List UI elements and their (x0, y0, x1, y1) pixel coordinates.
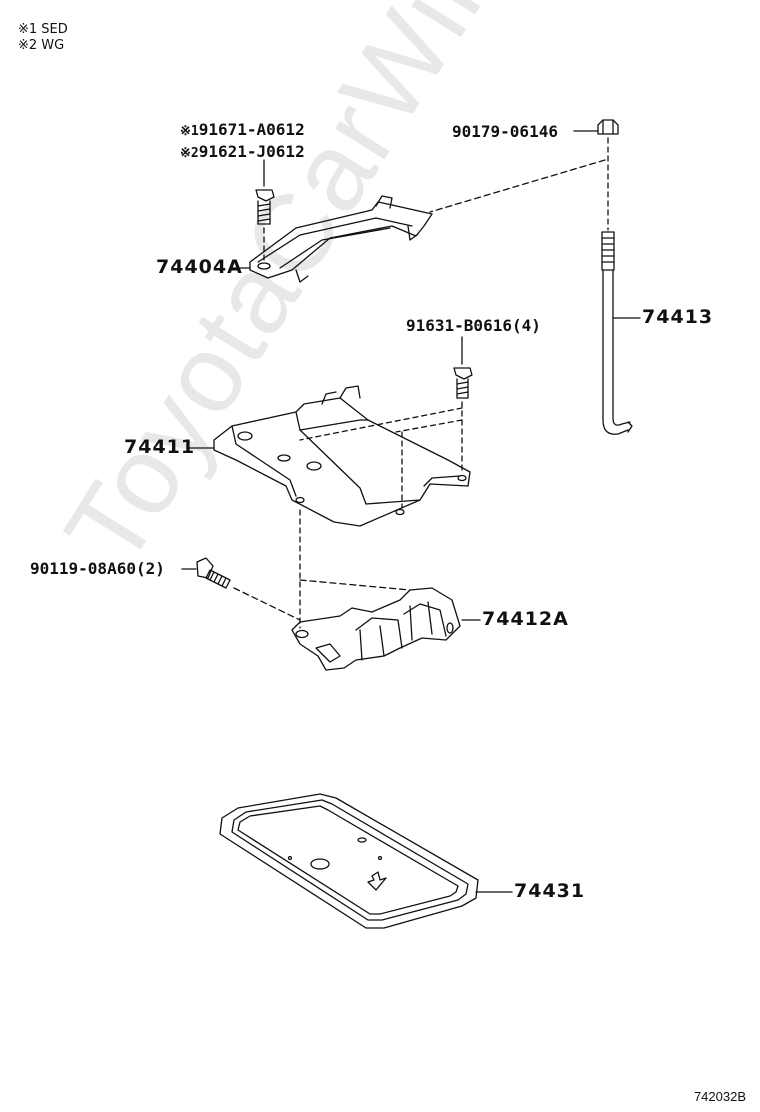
tray-part (213, 385, 471, 527)
part-number-bracket: 74412A (482, 608, 569, 630)
dash-nut-clamp (429, 159, 606, 213)
part-number-bracket-bolt: 90119-08A60(2) (30, 559, 165, 578)
mat-part (219, 793, 479, 929)
clamp-bolt-icon (255, 189, 275, 225)
dash-tray-bolt-holes (299, 407, 463, 509)
arrow-icon (367, 871, 387, 891)
label-bolt-sed: ※191671-A0612 (180, 120, 305, 139)
part-number-nut: 90179-06146 (452, 122, 558, 141)
note-wg: ※2 WG (18, 38, 65, 53)
part-number-bolt-wg: 91621-J0612 (198, 142, 305, 161)
part-number-mat: 74431 (514, 880, 586, 902)
part-number-tray: 74411 (124, 436, 196, 458)
part-number-bolt-sed: 91671-A0612 (198, 120, 305, 139)
mark-sed: ※1 (180, 124, 199, 139)
mark-wg: ※2 (180, 146, 199, 161)
dash-bracket-bolt (233, 587, 301, 621)
clamp-part (249, 195, 433, 283)
part-number-clamp: 74404A (156, 256, 243, 278)
part-number-rod: 74413 (642, 306, 714, 328)
nut-icon (597, 119, 619, 135)
bracket-part (291, 587, 461, 671)
note-sed: ※1 SED (18, 22, 68, 37)
tray-bolt-icon (453, 367, 473, 399)
bracket-bolt-icon (196, 557, 231, 589)
diagram-code: 742032B (693, 1089, 746, 1104)
rod-part (601, 231, 633, 435)
label-bolt-wg: ※291621-J0612 (180, 142, 305, 161)
dash-bracket-top (299, 579, 411, 591)
part-number-tray-bolt: 91631-B0616(4) (406, 316, 541, 335)
